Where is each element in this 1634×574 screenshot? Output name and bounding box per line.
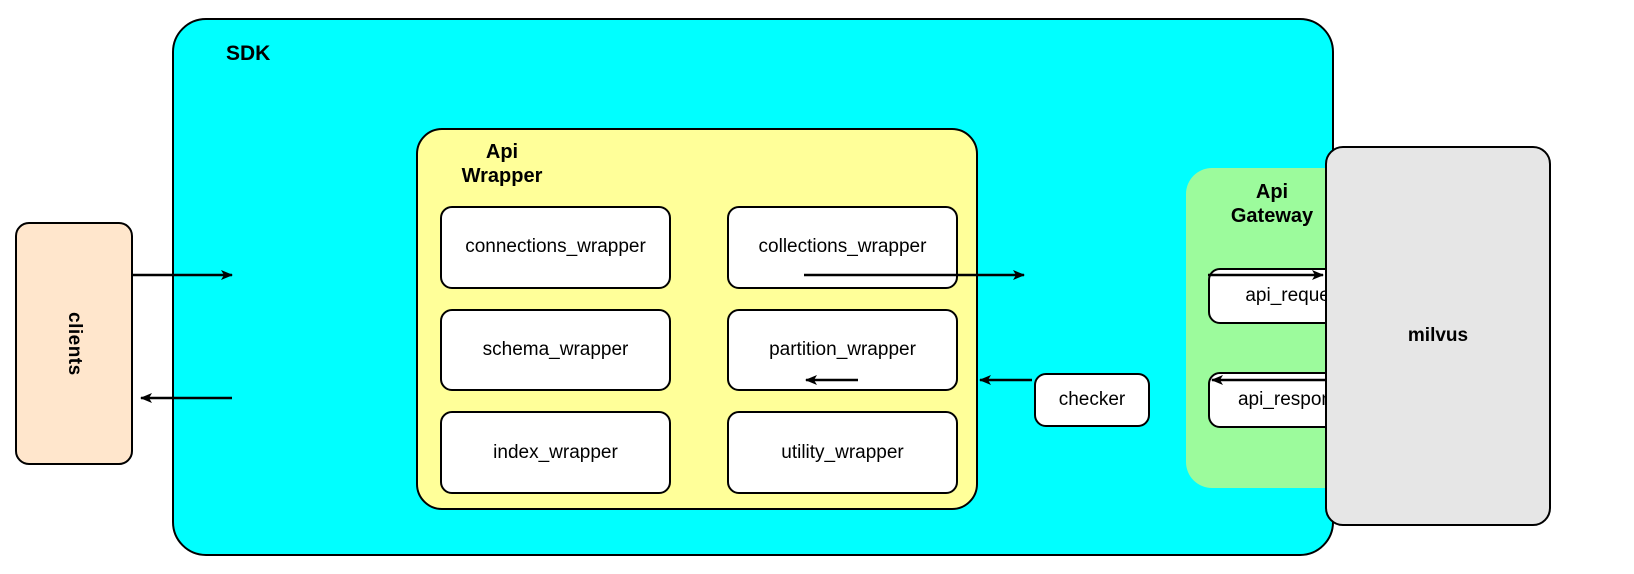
wrapper-cell-index[interactable]: index_wrapper <box>440 411 671 494</box>
api-gateway-label-line2: Gateway <box>1230 205 1314 227</box>
wrapper-cell-connections[interactable]: connections_wrapper <box>440 206 671 289</box>
clients-node[interactable]: clients <box>15 222 133 465</box>
sdk-container[interactable]: SDK Api Wrapper connections_wrapper coll… <box>172 18 1410 556</box>
api-wrapper-label-line1: Api <box>485 141 519 163</box>
wrapper-cell-schema[interactable]: schema_wrapper <box>440 308 671 392</box>
api-wrapper-grid: connections_wrapper collections_wrapper … <box>440 206 958 494</box>
wrapper-cell-partition[interactable]: partition_wrapper <box>727 308 958 392</box>
api-wrapper-label: Api Wrapper <box>432 140 572 188</box>
sdk-label: SDK <box>226 42 271 65</box>
api-gateway-label: Api Gateway <box>1192 180 1352 228</box>
wrapper-cell-utility[interactable]: utility_wrapper <box>727 411 958 494</box>
api-wrapper-container[interactable]: Api Wrapper connections_wrapper collecti… <box>416 128 978 510</box>
wrapper-cell-collections[interactable]: collections_wrapper <box>727 206 958 289</box>
api-gateway-label-line1: Api <box>1255 181 1289 203</box>
api-wrapper-label-line2: Wrapper <box>461 165 543 187</box>
checker-node[interactable]: checker <box>1034 373 1150 427</box>
clients-label: clients <box>64 311 85 376</box>
milvus-node[interactable]: milvus <box>1325 146 1551 526</box>
